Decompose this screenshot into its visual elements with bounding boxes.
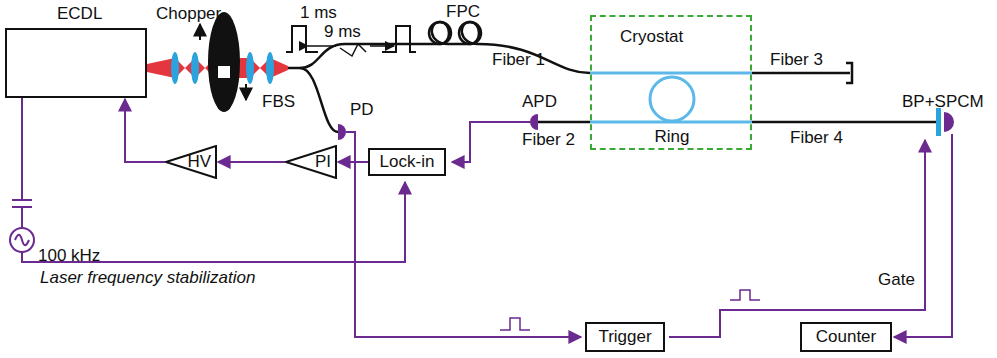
instrument-box: Counter — [800, 322, 892, 352]
signal-connector — [218, 161, 285, 163]
ring-outline — [644, 75, 700, 125]
node-label: PI — [315, 152, 331, 172]
signal-connector — [338, 161, 368, 163]
part-label: Chopper — [156, 4, 221, 24]
part-label: FBS — [262, 92, 295, 112]
ring-resonator: Ring — [644, 75, 700, 147]
optical-fiber — [288, 22, 936, 132]
cryostat-region: Ring Cryostat — [590, 15, 752, 150]
amplifier-triangle: PI — [285, 145, 337, 179]
pd-detector — [338, 124, 346, 140]
waveguide — [590, 73, 752, 122]
amplifier-triangle: HV — [165, 145, 217, 179]
instrument-box: Trigger — [585, 322, 665, 352]
region-heading: Cryostat — [620, 27, 683, 47]
part-label: Fiber 4 — [790, 128, 843, 148]
laser-housing: ECDL — [5, 28, 147, 98]
part-label: Gate — [878, 270, 915, 290]
part-label: 1 ms — [300, 3, 337, 23]
chopper-wheel — [200, 12, 246, 112]
node-label: HV — [187, 152, 211, 172]
part-label: 100 kHz — [38, 246, 100, 266]
apd-detector — [530, 114, 538, 130]
part-label: PD — [350, 100, 374, 120]
node-label: Lock-in — [380, 152, 435, 172]
node-label: Counter — [816, 327, 876, 347]
region-heading: ECDL — [57, 4, 102, 24]
fpc-paddle — [429, 22, 481, 44]
part-label: BP+SPCM — [902, 92, 984, 112]
node-label: Ring — [644, 127, 700, 147]
part-label: Fiber 2 — [522, 130, 575, 150]
part-label: APD — [522, 92, 557, 112]
signal-connector — [125, 99, 165, 162]
spcm-detector — [944, 112, 954, 132]
node-label: Trigger — [598, 327, 651, 347]
signal-wire — [10, 97, 952, 337]
instrument-box: Lock-in — [368, 148, 446, 176]
part-label: Fiber 1 — [492, 50, 545, 70]
part-label: Fiber 3 — [770, 50, 823, 70]
part-label: 9 ms — [324, 22, 361, 42]
bandpass-filter — [936, 108, 941, 136]
part-label: Laser frequency stabilization — [40, 268, 255, 288]
part-label: FPC — [446, 2, 480, 22]
